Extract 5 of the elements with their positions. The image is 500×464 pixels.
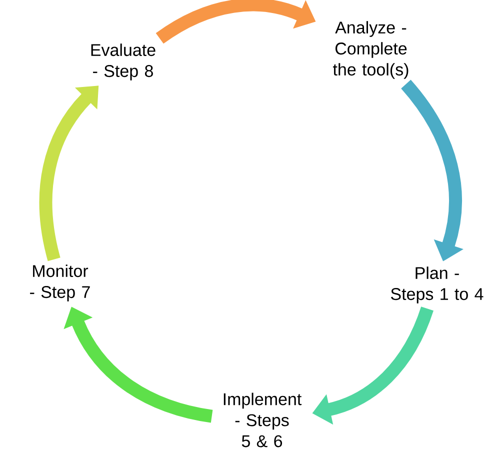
step-label: Implement - Steps 5 & 6 — [224, 392, 302, 448]
step-label: Evaluate - Step 8 — [91, 44, 156, 80]
step-label: Analyze - Complete the tool(s) — [333, 21, 408, 79]
step-label: Plan - Steps 1 to 4 — [391, 266, 484, 304]
step-label: Monitor - Step 7 — [30, 264, 90, 302]
